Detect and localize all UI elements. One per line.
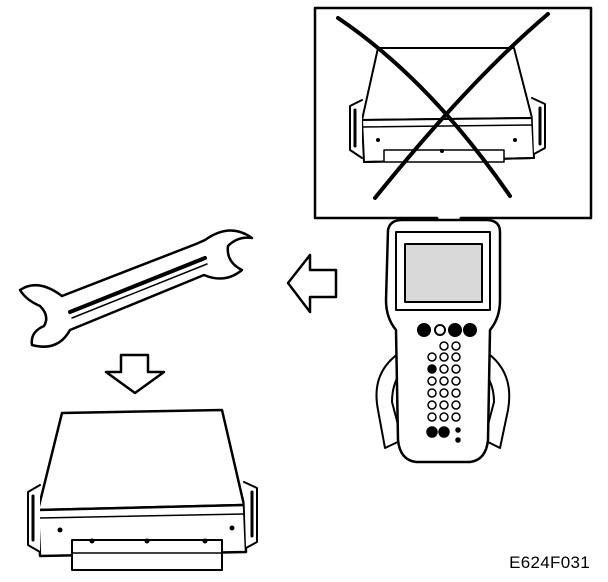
scan-tool-keypad [426,341,461,443]
arrow-down-icon [104,353,166,395]
crossed-module-icon [336,12,550,200]
figure-code-label: E624F031 [509,553,590,572]
wrench-icon [18,229,254,348]
scan-tool-screen [404,243,483,303]
scan-tool-icon [375,218,511,464]
control-module-icon [27,408,258,571]
arrow-left-icon [286,253,338,314]
